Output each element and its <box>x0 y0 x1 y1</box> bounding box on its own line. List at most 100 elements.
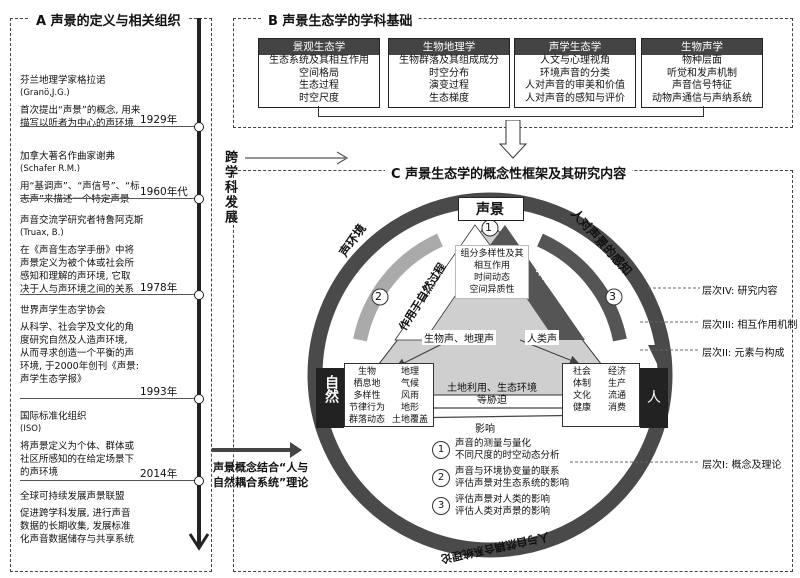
entry-name: 全球可持续发展声景联盟 <box>20 491 125 502</box>
discipline-item: 时空分布 <box>429 67 469 79</box>
entry-desc: 化声音数据储存与共享系统 <box>20 534 135 545</box>
entry-name: 声音交流学研究者特鲁阿克斯 <box>20 215 144 226</box>
timeline-entry: 国际标准化组织 (ISO) 将声景定义为个体、群体或社区所感知的在给定场景下的声环境 <box>20 410 194 479</box>
human-detail-box <box>562 363 640 427</box>
entry-desc: 志声”来描述一个特定声景 <box>20 194 130 205</box>
entry-sub: (ISO) <box>20 424 42 434</box>
entry-name: 世界声学生态学协会 <box>20 305 106 316</box>
discipline-name: 生物地理学 <box>389 39 509 55</box>
timeline-entry: 声音交流学研究者特鲁阿克斯 (Truax, B.) 在《声音生态学手册》中将声景定义… <box>20 214 194 296</box>
label-land: 土地利用、生态环境 等胁迫 <box>447 383 537 406</box>
entry-desc: 用“基调声”、“声信号”、“标 <box>20 181 140 192</box>
discipline-item: 物种层面 <box>682 55 722 66</box>
entry-desc: 环境, 于2000年创刊《声景: <box>20 361 139 372</box>
timeline-dot <box>194 476 204 486</box>
research-number: 3 <box>432 497 450 515</box>
year-underline <box>20 198 196 199</box>
discipline-item: 演变过程 <box>429 80 469 91</box>
discipline-name: 景观生态学 <box>259 39 379 55</box>
year-underline <box>20 294 196 295</box>
soundscape-box <box>458 197 524 221</box>
nature-box <box>316 368 344 428</box>
timeline-year: 1993年 <box>140 386 178 398</box>
discipline-item: 动物声通信与声纳系统 <box>652 92 752 104</box>
discipline-name: 生物声学 <box>642 39 762 55</box>
label-bio-geo: 生物声、地理声 <box>422 330 496 345</box>
entry-desc: 描写以听者为中心的声环境 <box>20 118 135 129</box>
year-underline <box>20 398 196 399</box>
entry-name: 国际标准化组织 <box>20 411 87 422</box>
num-2: 2 <box>375 290 382 303</box>
entry-desc: 的声环境 <box>20 467 59 478</box>
entry-desc: 在《声音生态学手册》中将 <box>20 245 135 256</box>
discipline-item: 生物群落及其组成成分 <box>399 55 499 66</box>
discipline-item: 声音信号特征 <box>672 80 732 91</box>
nature-detail-box <box>344 363 434 427</box>
entry-desc: 从而寻求创造一个平衡的声 <box>20 348 135 359</box>
entry-desc: 声景定义为被个体或社会所 <box>20 258 135 269</box>
entry-desc: 决于人与声环境之间的关系 <box>20 284 135 295</box>
discipline-item: 环境声音的分类 <box>540 67 610 79</box>
nature-geo: 地理气候风雨地形土地覆盖 <box>391 367 428 425</box>
timeline-entry: 加拿大著名作曲家谢弗 (Schafer R.M.) 用“基调声”、“声信号”、“标志… <box>20 150 194 206</box>
entry-sub: (Granö,J.G.) <box>20 88 70 98</box>
timeline-entry: 全球可持续发展声景联盟促进跨学科发展, 进行声音数据的长期收集, 发展标准化声音… <box>20 490 194 546</box>
inner-ring-right <box>537 233 627 342</box>
discipline-item: 生态系统及其相互作用 <box>269 55 369 66</box>
nature-bio: 生物栖息地多样性节律行为群落动态 <box>348 367 385 425</box>
entry-name: 芬兰地理学家格拉诺 <box>20 75 106 86</box>
entry-desc: 从科学、社会学及文化的角 <box>20 322 135 333</box>
level-3: 层次III: 相互作用机制 <box>702 320 798 331</box>
entry-desc: 社区所感知的在给定场景下 <box>20 454 135 465</box>
year-underline <box>20 480 196 481</box>
down-arrow-icon <box>498 120 528 159</box>
research-number: 1 <box>432 441 450 459</box>
section-b-title: B 声景生态学的学科基础 <box>262 10 419 29</box>
discipline-bracket <box>318 106 704 117</box>
timeline-entry: 芬兰地理学家格拉诺 (Granö,J.G.) 首次提出“声景”的概念, 用来描写以听… <box>20 74 194 130</box>
discipline-item: 生态梯度 <box>429 92 469 104</box>
human-soc: 社会体制文化健康 <box>572 367 591 413</box>
section-a-title: A 声景的定义与相关组织 <box>30 10 187 29</box>
timeline-line <box>197 18 201 546</box>
entry-desc: 声学生态学报》 <box>20 374 87 385</box>
bottom-note: 声景概念结合“人与 自然耦合系统”理论 <box>213 461 309 489</box>
label-influence: 影响 <box>475 424 495 435</box>
entry-sub: (Truax, B.) <box>20 228 64 238</box>
entry-name: 加拿大著名作曲家谢弗 <box>20 151 116 162</box>
discipline-item: 人文与心理视角 <box>540 55 610 66</box>
discipline-item: 空间格局 <box>299 67 339 79</box>
human-eco: 经济生产流通消费 <box>607 367 626 413</box>
timeline-dot <box>194 394 204 404</box>
label-human-sound: 人类声 <box>525 330 559 345</box>
num-3: 3 <box>609 290 616 303</box>
inner-ring-left <box>353 233 443 342</box>
human-label: 人 <box>647 390 661 406</box>
discipline-item: 时空尺度 <box>299 92 339 104</box>
entry-desc: 感知和理解的声环境, 它取 <box>20 271 131 282</box>
level-4: 层次IV: 研究内容 <box>702 286 778 297</box>
level-1: 层次I: 概念及理论 <box>702 460 782 471</box>
timeline-arrow-icon <box>188 533 210 551</box>
discipline-box: 生物声学物种层面听觉和发声机制声音信号特征动物声通信与声纳系统 <box>641 38 763 108</box>
cross-discipline-arrow-icon <box>245 151 349 165</box>
timeline-year: 1960年代 <box>140 186 188 198</box>
timeline-dot <box>194 122 204 132</box>
num-1: 1 <box>485 221 492 234</box>
entry-desc: 数据的长期收集, 发展标准 <box>20 521 131 532</box>
entry-desc: 首次提出“声景”的概念, 用来 <box>20 105 141 116</box>
discipline-item: 人对声音的感知与评价 <box>525 92 625 104</box>
entry-desc: 将声景定义为个体、群体或 <box>20 441 135 452</box>
human-box <box>640 368 668 428</box>
year-underline <box>20 126 196 127</box>
entry-sub: (Schafer R.M.) <box>20 164 81 174</box>
nature-label: 自然 <box>323 375 339 403</box>
level-2: 层次II: 元素与构成 <box>702 348 785 359</box>
discipline-item: 生态过程 <box>299 80 339 91</box>
timeline-dot <box>194 194 204 204</box>
discipline-item: 听觉和发声机制 <box>667 67 737 79</box>
soundscape-label: 声景 <box>476 202 504 218</box>
discipline-box: 景观生态学生态系统及其相互作用空间格局生态过程时空尺度 <box>258 38 380 108</box>
entry-desc: 度研究自然及人造声环境, <box>20 335 128 346</box>
discipline-name: 声学生态学 <box>515 39 635 55</box>
